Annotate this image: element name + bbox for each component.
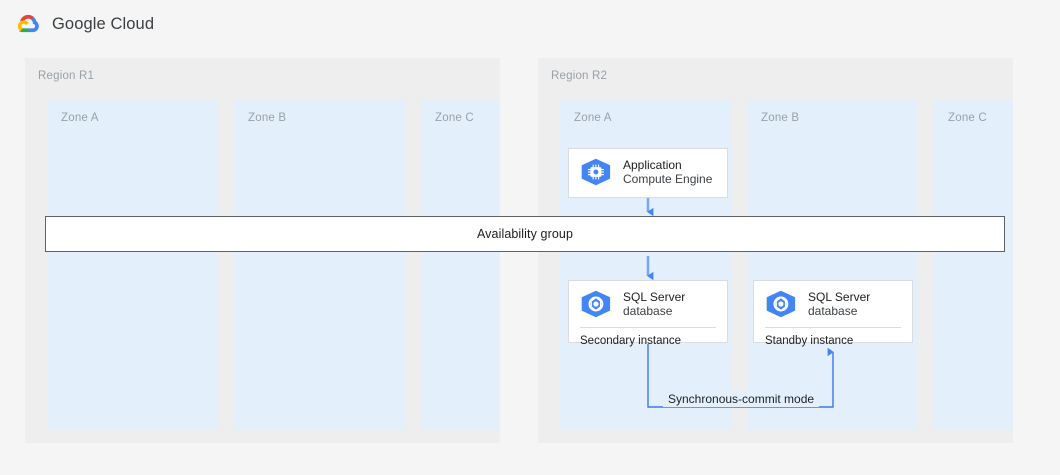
availability-group-label: Availability group — [476, 227, 574, 241]
sql-server-icon — [581, 290, 611, 318]
sql-server-icon — [766, 290, 796, 318]
compute-engine-icon — [581, 158, 611, 186]
region-label-r1: Region R1 — [38, 70, 95, 82]
node-card-sqlserver-standby-footer: Standby instance — [765, 335, 854, 347]
node-card-sqlserver-secondary-body: SQL Server database — [569, 281, 727, 327]
node-card-sqlserver-standby[interactable]: SQL Server database Standby instance — [753, 280, 913, 347]
node-card-divider — [580, 327, 716, 328]
node-card-sqlserver-secondary-text: SQL Server database — [623, 290, 685, 318]
zone-panel-r1-zone-b: Zone B — [234, 100, 405, 430]
zone-panel-r1-zone-c: Zone C — [421, 100, 500, 430]
region-label-r2: Region R2 — [551, 70, 608, 82]
node-card-divider — [765, 327, 901, 328]
connector-label-synchronous-commit-mode: Synchronous-commit mode — [663, 392, 820, 407]
app-header: Google Cloud — [0, 0, 1060, 48]
node-card-sqlserver-standby-subtitle: database — [808, 304, 858, 318]
node-card-sqlserver-secondary-title: SQL Server — [623, 290, 686, 304]
zone-label-r1-zone-a: Zone A — [61, 112, 99, 124]
google-cloud-logo-icon — [17, 14, 39, 33]
zone-panel-r2-zone-c: Zone C — [934, 100, 1013, 430]
node-card-sqlserver-standby-body: SQL Server database — [754, 281, 912, 327]
zone-label-r2-zone-a: Zone A — [574, 112, 612, 124]
zone-label-r1-zone-b: Zone B — [248, 112, 287, 124]
node-card-sqlserver-standby-title: SQL Server — [808, 290, 871, 304]
zone-panel-r1-zone-a: Zone A — [47, 100, 218, 430]
node-card-sqlserver-secondary[interactable]: SQL Server database Secondary instance — [568, 280, 728, 347]
node-card-application-text: Application Compute Engine — [623, 158, 712, 186]
node-card-application-subtitle: Compute Engine — [623, 172, 713, 186]
zone-label-r2-zone-c: Zone C — [948, 112, 987, 124]
node-card-sqlserver-standby-text: SQL Server database — [808, 290, 870, 318]
zone-panel-r2-zone-b: Zone B — [747, 100, 918, 430]
zone-label-r2-zone-b: Zone B — [761, 112, 800, 124]
node-card-application-body: Application Compute Engine — [569, 149, 727, 195]
node-card-application[interactable]: Application Compute Engine — [568, 148, 728, 198]
node-card-application-title: Application — [623, 158, 682, 172]
availability-group-bar[interactable]: Availability group — [45, 216, 1005, 252]
brand-label: Google Cloud — [52, 14, 155, 33]
zone-label-r1-zone-c: Zone C — [435, 112, 474, 124]
node-card-sqlserver-secondary-footer: Secondary instance — [580, 335, 682, 347]
node-card-sqlserver-secondary-subtitle: database — [623, 304, 673, 318]
zone-row-r1: Zone A Zone B Zone C — [47, 100, 500, 430]
